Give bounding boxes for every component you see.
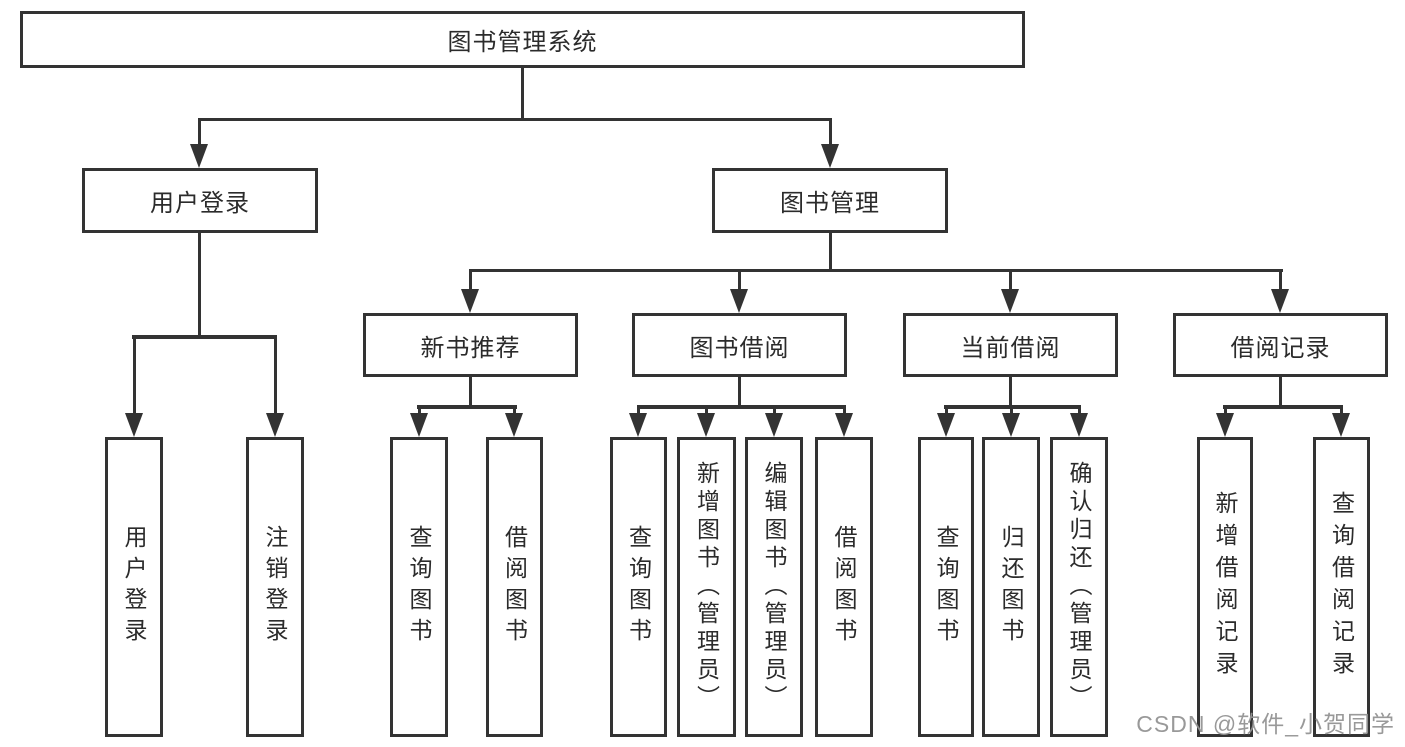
- connector-line: [513, 405, 516, 417]
- node-label: 借阅图书: [831, 525, 857, 649]
- leaf-add-borrow-record: 新增借阅记录: [1197, 437, 1253, 737]
- connector-line: [1279, 269, 1282, 293]
- node-label: 图书管理系统: [447, 29, 598, 56]
- arrowhead-icon: [821, 144, 839, 168]
- leaf-return-book: 归还图书: [982, 437, 1040, 737]
- connector-line: [1010, 405, 1013, 417]
- arrowhead-icon: [461, 289, 479, 313]
- node-label: 借阅图书: [501, 525, 528, 649]
- connector-line: [1078, 405, 1081, 417]
- arrowhead-icon: [835, 413, 853, 437]
- connector-line: [637, 405, 640, 417]
- node-borrow-records: 借阅记录: [1173, 313, 1388, 377]
- leaf-query-book-recommend: 查询图书: [390, 437, 448, 737]
- arrowhead-icon: [697, 413, 715, 437]
- node-label: 新书推荐: [420, 334, 521, 362]
- node-label: 注销登录: [262, 525, 288, 649]
- connector-line: [843, 405, 846, 417]
- arrowhead-icon: [1070, 413, 1088, 437]
- node-user-login-module: 用户登录: [82, 168, 318, 233]
- leaf-user-login: 用户登录: [105, 437, 163, 737]
- arrowhead-icon: [765, 413, 783, 437]
- connector-line: [274, 335, 277, 415]
- connector-line: [829, 233, 832, 271]
- node-label: 图书管理: [780, 190, 880, 217]
- node-label: 确认归还（管理员）: [1066, 461, 1092, 713]
- node-label: 查询借阅记录: [1328, 491, 1355, 683]
- csdn-watermark: CSDN @软件_小贺同学: [1136, 711, 1395, 737]
- connector-line: [198, 118, 832, 121]
- node-label: 新增图书（管理员）: [693, 461, 720, 713]
- connector-line: [417, 405, 517, 409]
- connector-line: [1009, 377, 1012, 407]
- node-label: 用户登录: [150, 190, 250, 217]
- node-label: 新增借阅记录: [1212, 491, 1238, 683]
- leaf-borrow-book: 借阅图书: [815, 437, 873, 737]
- leaf-borrow-book-recommend: 借阅图书: [486, 437, 543, 737]
- arrowhead-icon: [266, 413, 284, 437]
- connector-line: [945, 405, 948, 417]
- connector-line: [637, 405, 846, 409]
- node-label: 用户登录: [121, 525, 147, 649]
- leaf-edit-book-admin: 编辑图书（管理员）: [745, 437, 803, 737]
- arrowhead-icon: [730, 289, 748, 313]
- connector-line: [1340, 405, 1343, 417]
- connector-line: [469, 269, 1283, 272]
- leaf-add-book-admin: 新增图书（管理员）: [677, 437, 736, 737]
- arrowhead-icon: [1271, 289, 1289, 313]
- leaf-query-book-current: 查询图书: [918, 437, 974, 737]
- node-current-borrow: 当前借阅: [903, 313, 1118, 377]
- node-label: 归还图书: [998, 525, 1024, 649]
- connector-line: [705, 405, 708, 417]
- node-label: 图书借阅: [689, 334, 790, 362]
- arrowhead-icon: [629, 413, 647, 437]
- node-book-management-module: 图书管理: [712, 168, 948, 233]
- leaf-query-book-borrow: 查询图书: [610, 437, 667, 737]
- node-new-book-recommend: 新书推荐: [363, 313, 578, 377]
- node-root-library-system: 图书管理系统: [20, 11, 1025, 68]
- connector-line: [132, 335, 277, 339]
- arrowhead-icon: [190, 144, 208, 168]
- node-label: 查询图书: [406, 525, 432, 649]
- arrowhead-icon: [410, 413, 428, 437]
- connector-line: [198, 233, 201, 337]
- connector-line: [738, 269, 741, 293]
- arrowhead-icon: [1332, 413, 1350, 437]
- connector-line: [521, 68, 524, 120]
- connector-line: [829, 118, 832, 148]
- connector-line: [1009, 269, 1012, 293]
- leaf-confirm-return-admin: 确认归还（管理员）: [1050, 437, 1108, 737]
- node-label: 查询图书: [933, 525, 959, 649]
- connector-line: [1224, 405, 1227, 417]
- connector-line: [418, 405, 421, 417]
- connector-line: [773, 405, 776, 417]
- node-book-borrow: 图书借阅: [632, 313, 847, 377]
- connector-line: [469, 377, 472, 407]
- arrowhead-icon: [1002, 413, 1020, 437]
- connector-line: [198, 118, 201, 148]
- connector-line: [1223, 405, 1343, 409]
- arrowhead-icon: [1001, 289, 1019, 313]
- connector-line: [1279, 377, 1282, 407]
- node-label: 查询图书: [625, 525, 652, 649]
- node-label: 当前借阅: [960, 334, 1061, 362]
- arrowhead-icon: [125, 413, 143, 437]
- arrowhead-icon: [1216, 413, 1234, 437]
- connector-line: [738, 377, 741, 407]
- connector-line: [133, 335, 136, 415]
- leaf-logout: 注销登录: [246, 437, 304, 737]
- arrowhead-icon: [937, 413, 955, 437]
- node-label: 借阅记录: [1230, 334, 1331, 362]
- connector-line: [469, 269, 472, 293]
- leaf-query-borrow-record: 查询借阅记录: [1313, 437, 1370, 737]
- arrowhead-icon: [505, 413, 523, 437]
- node-label: 编辑图书（管理员）: [761, 461, 787, 713]
